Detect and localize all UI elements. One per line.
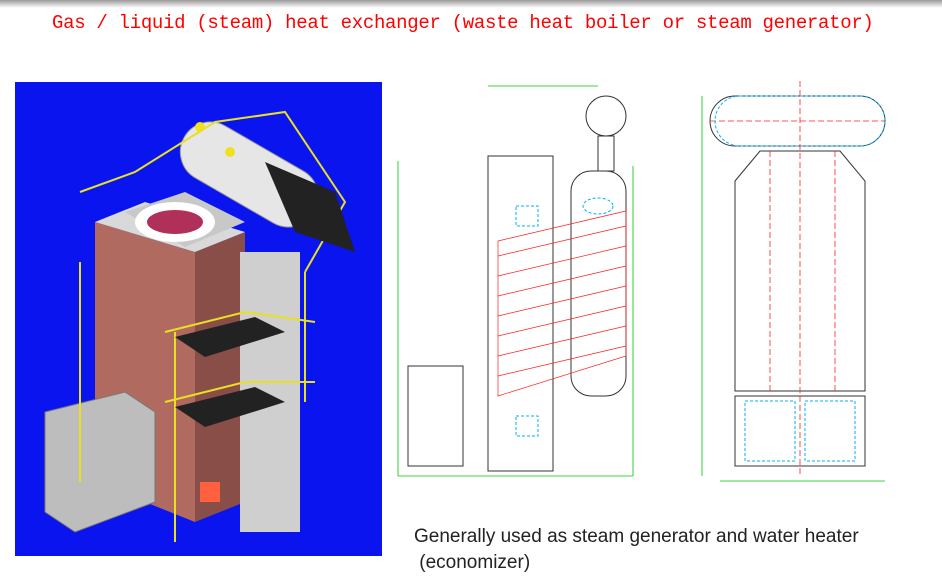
slide-title: Gas / liquid (steam) heat exchanger (was… bbox=[52, 12, 874, 34]
caption: Generally used as steam generator and wa… bbox=[414, 524, 859, 576]
caption-line-1: Generally used as steam generator and wa… bbox=[414, 526, 859, 547]
caption-line-2: (economizer) bbox=[414, 552, 531, 573]
side-section-drawing bbox=[388, 66, 638, 501]
front-section-drawing bbox=[690, 66, 930, 501]
boiler-3d-render bbox=[15, 82, 382, 556]
top-shadow bbox=[0, 0, 942, 8]
